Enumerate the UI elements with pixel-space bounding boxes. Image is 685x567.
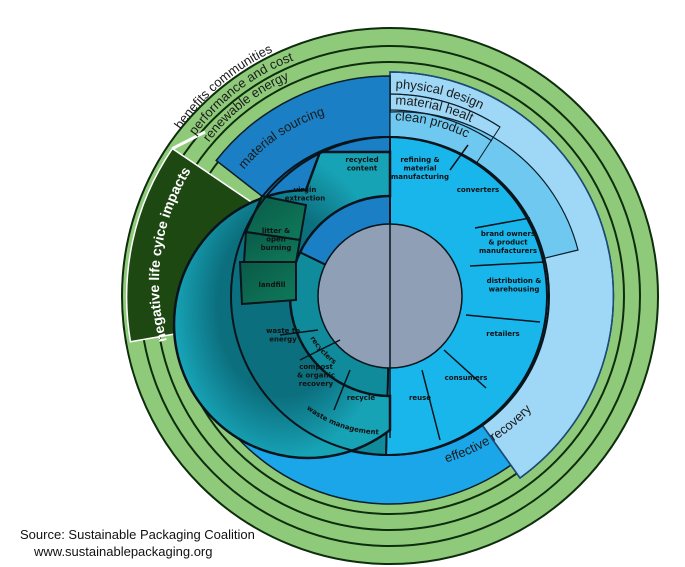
source-line: Source: Sustainable Packaging Coalition [20, 527, 255, 542]
segment-label-distribution: distribution &warehousing [487, 277, 542, 294]
segment-label-converters: converters [457, 186, 499, 194]
segment-label-consumers: consumers [445, 374, 488, 382]
segment-label-reuse: reuse [409, 394, 431, 402]
segment-label-recycle: recycle [347, 394, 375, 402]
segment-label-retailers: retailers [486, 330, 519, 338]
segment-label-landfill: landfill [258, 281, 285, 289]
source-url: www.sustainablepackaging.org [34, 544, 213, 559]
source-caption: Source: Sustainable Packaging Coalition … [20, 526, 255, 560]
end-of-life-cells [238, 194, 308, 306]
